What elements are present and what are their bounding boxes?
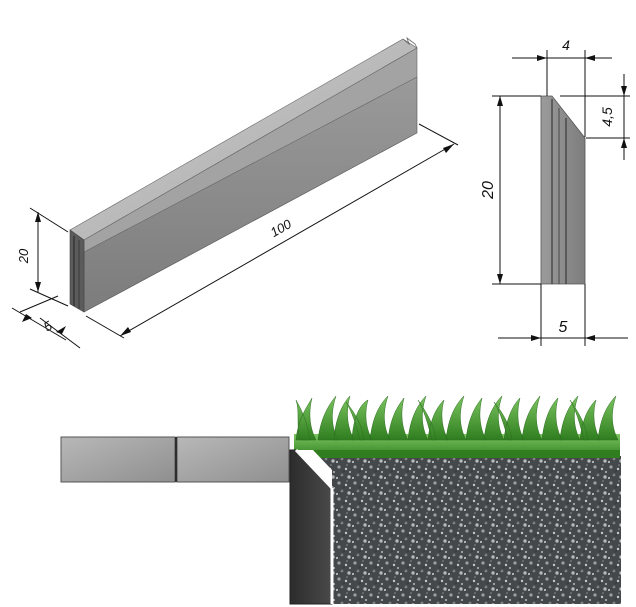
- section-top-width-dimension: 4: [512, 37, 612, 137]
- grass-strip: [294, 395, 620, 458]
- iso-height-dimension: 20: [16, 207, 69, 307]
- section-height-label: 20: [480, 181, 497, 200]
- section-profile: [540, 95, 586, 285]
- section-height-dimension: 20: [480, 95, 541, 285]
- section-top-width-label: 4: [562, 37, 570, 53]
- section-bevel-dimension: 4,5: [560, 74, 630, 160]
- paving-slab-right: [176, 436, 290, 483]
- paving-slab-left: [60, 436, 176, 483]
- gravel-soil: [313, 456, 621, 604]
- iso-length-dimension: 100: [85, 123, 459, 339]
- iso-height-label: 20: [16, 248, 31, 264]
- section-bevel-label: 4,5: [599, 107, 615, 127]
- iso-length-label: 100: [268, 216, 295, 240]
- section-bottom-width-label: 5: [559, 319, 568, 336]
- iso-curb-end-face: [69, 229, 85, 313]
- iso-curb: [69, 36, 418, 313]
- section-bottom-width-dimension: 5: [498, 284, 628, 346]
- installation-scene: [60, 395, 621, 605]
- section-view: [540, 95, 586, 285]
